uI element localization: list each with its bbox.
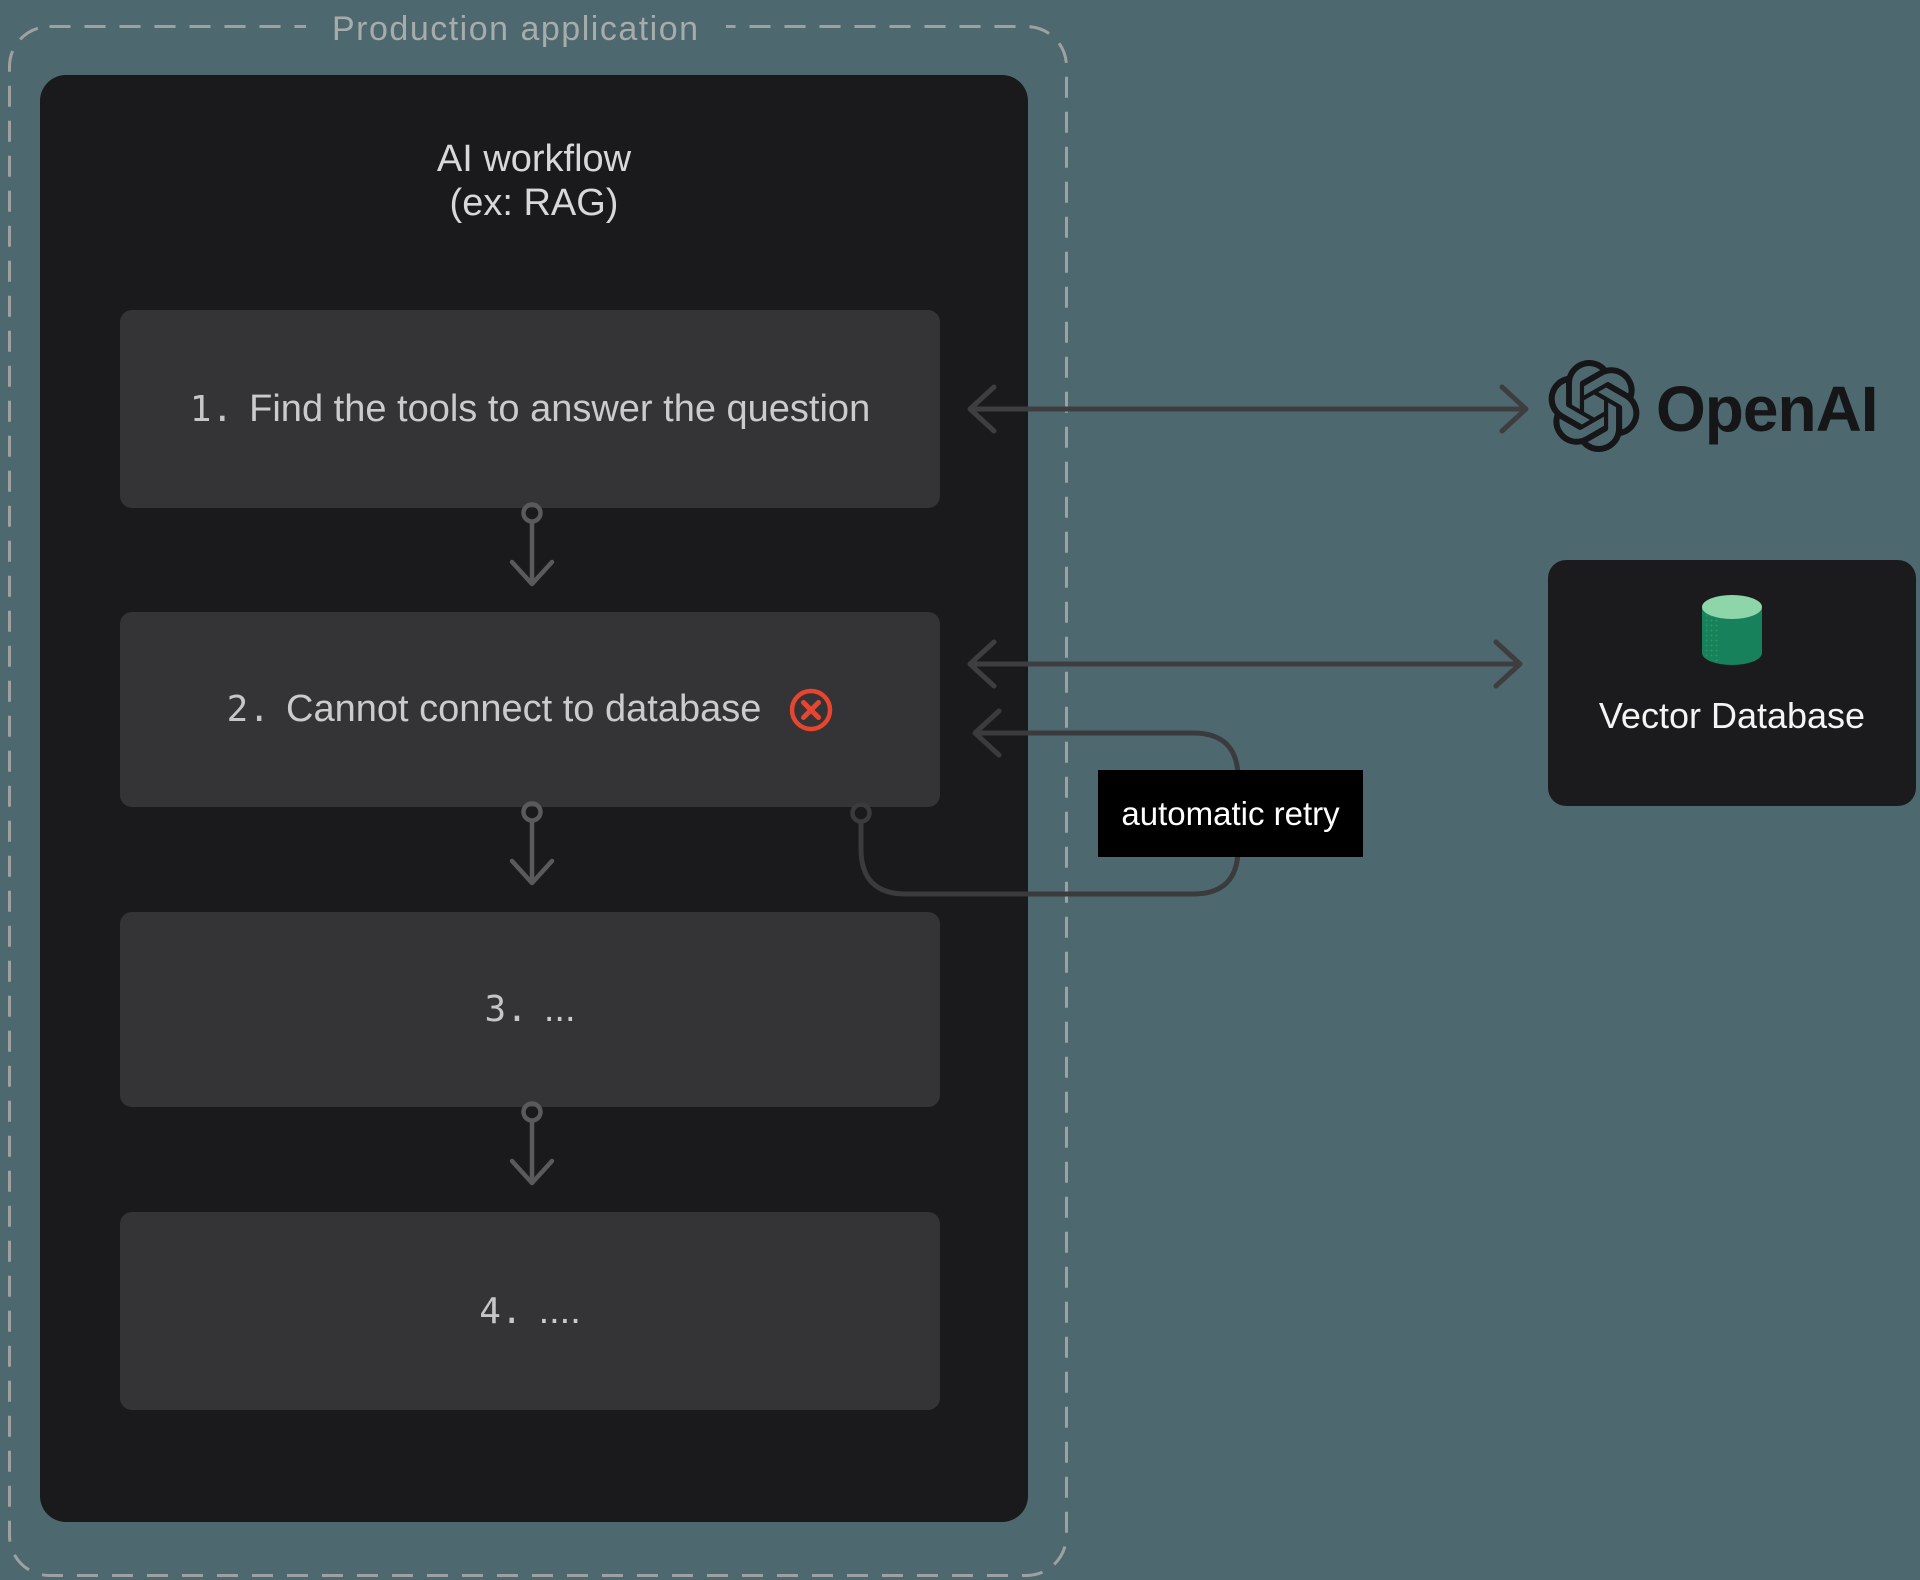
workflow-title-line2: (ex: RAG) — [449, 182, 619, 224]
vector-database-label: Vector Database — [1598, 695, 1866, 736]
step-number: 4. — [479, 1290, 523, 1332]
step-number: 3. — [484, 989, 528, 1030]
step-label: Find the tools to answer the question — [249, 387, 871, 430]
step-label: ... — [543, 988, 576, 1030]
automatic-retry-label: automatic retry — [1098, 770, 1363, 857]
step-number: 2. — [226, 689, 270, 730]
arrow-step2-vectordb — [967, 639, 1523, 689]
openai-logo: OpenAI — [1548, 360, 1879, 457]
circle-x-icon — [789, 688, 833, 732]
ai-workflow-panel: AI workflow (ex: RAG) 1. Find the tools … — [40, 75, 1028, 1522]
vector-database-card: Vector Database — [1548, 560, 1916, 806]
step-label: .... — [538, 1289, 581, 1332]
workflow-step-4: 4. .... — [120, 1212, 940, 1410]
workflow-step-2: 2. Cannot connect to database — [120, 612, 940, 807]
openai-logo-icon — [1548, 360, 1640, 457]
database-cylinder-icon — [1700, 594, 1764, 673]
workflow-step-1: 1. Find the tools to answer the question — [120, 310, 940, 508]
step-label: Cannot connect to database — [286, 688, 762, 730]
openai-wordmark: OpenAI — [1656, 372, 1879, 445]
workflow-title-line1: AI workflow — [436, 138, 632, 180]
arrow-step1-openai — [967, 384, 1529, 434]
step-number: 1. — [189, 388, 234, 430]
workflow-title: AI workflow (ex: RAG) — [40, 137, 1028, 225]
production-application-label: Production application — [306, 6, 726, 52]
workflow-step-3: 3. ... — [120, 912, 940, 1107]
